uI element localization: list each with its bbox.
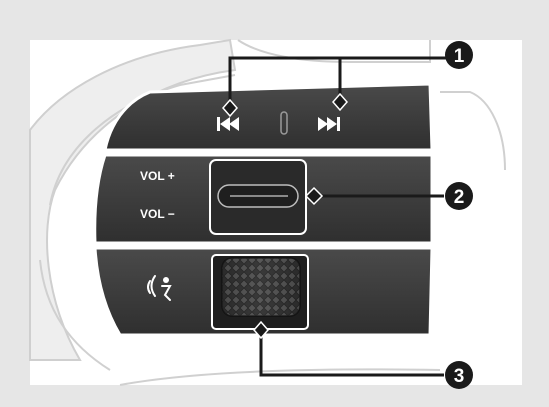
callout-2-badge: 2 bbox=[445, 182, 473, 210]
center-slot bbox=[280, 111, 288, 135]
vol-up-label: VOL + bbox=[140, 169, 175, 183]
callout-3-pointer bbox=[253, 320, 269, 340]
track-panel bbox=[103, 82, 434, 152]
callout-3-badge: 3 bbox=[445, 361, 473, 389]
callout-1-label: 1 bbox=[454, 46, 465, 67]
skip-forward-icon[interactable] bbox=[318, 117, 340, 131]
callout-3-leader bbox=[259, 334, 444, 377]
callout-1-badge: 1 bbox=[445, 41, 473, 69]
callout-1-pointer-left bbox=[222, 98, 238, 118]
wheel-rim-lower bbox=[39, 259, 111, 371]
skip-back-icon[interactable] bbox=[217, 117, 239, 131]
wheel-hub-outline-2 bbox=[440, 91, 506, 171]
callout-1-pointer-right bbox=[332, 92, 348, 112]
wheel-rim-inner bbox=[49, 74, 236, 206]
thumbwheel[interactable] bbox=[211, 254, 309, 330]
volume-rocker[interactable] bbox=[209, 159, 307, 235]
wheel-spoke-bottom bbox=[119, 368, 441, 386]
callout-2-pointer bbox=[304, 186, 324, 206]
callout-3-label: 3 bbox=[454, 366, 465, 387]
voice-command-icon[interactable] bbox=[147, 275, 172, 301]
callout-2-label: 2 bbox=[454, 187, 465, 208]
vol-down-label: VOL − bbox=[140, 207, 175, 221]
